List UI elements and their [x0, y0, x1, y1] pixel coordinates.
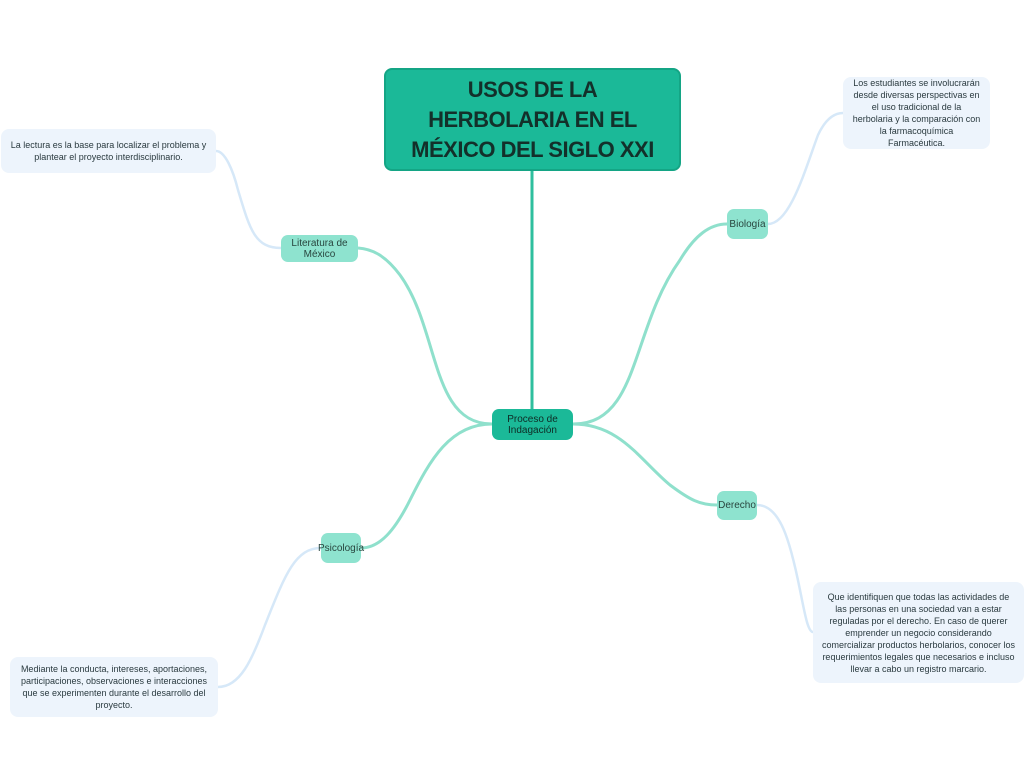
topic-biologia-label: Biología: [729, 218, 766, 230]
note-psicologia[interactable]: Mediante la conducta, intereses, aportac…: [10, 657, 218, 717]
note-biologia[interactable]: Los estudiantes se involucrarán desde di…: [843, 77, 990, 149]
link-hub-derecho: [572, 422, 718, 507]
link-biologia-note: [767, 111, 844, 226]
central-topic-label: USOS DE LA HERBOLARIA EN EL MÉXICO DEL S…: [411, 76, 654, 162]
link-hub-biologia: [572, 222, 728, 426]
link-psicologia-note: [217, 546, 322, 689]
note-psicologia-text: Mediante la conducta, intereses, aportac…: [20, 664, 208, 710]
hub-node-label: Proceso de Indagación: [507, 413, 558, 436]
note-literatura[interactable]: La lectura es la base para localizar el …: [1, 129, 216, 173]
topic-derecho-label: Derecho: [718, 500, 756, 511]
note-derecho[interactable]: Que identifiquen que todas las actividad…: [813, 582, 1024, 683]
central-topic[interactable]: USOS DE LA HERBOLARIA EN EL MÉXICO DEL S…: [384, 68, 681, 171]
topic-derecho[interactable]: Derecho: [717, 491, 757, 520]
link-derecho-note: [756, 503, 814, 634]
topic-biologia[interactable]: Biología: [727, 209, 768, 239]
link-hub-literatura: [357, 246, 493, 426]
topic-literatura[interactable]: Literatura de México: [281, 235, 358, 262]
link-literatura-note: [215, 149, 282, 250]
note-biologia-text: Los estudiantes se involucrarán desde di…: [852, 78, 981, 148]
note-derecho-text: Que identifiquen que todas las actividad…: [821, 591, 1016, 674]
topic-literatura-label: Literatura de México: [291, 237, 348, 260]
topic-psicologia-label: Psicología: [317, 542, 365, 554]
hub-node[interactable]: Proceso de Indagación: [492, 409, 573, 440]
link-hub-psicologia: [360, 422, 493, 550]
note-literatura-text: La lectura es la base para localizar el …: [10, 140, 207, 162]
topic-psicologia[interactable]: Psicología: [317, 533, 365, 563]
